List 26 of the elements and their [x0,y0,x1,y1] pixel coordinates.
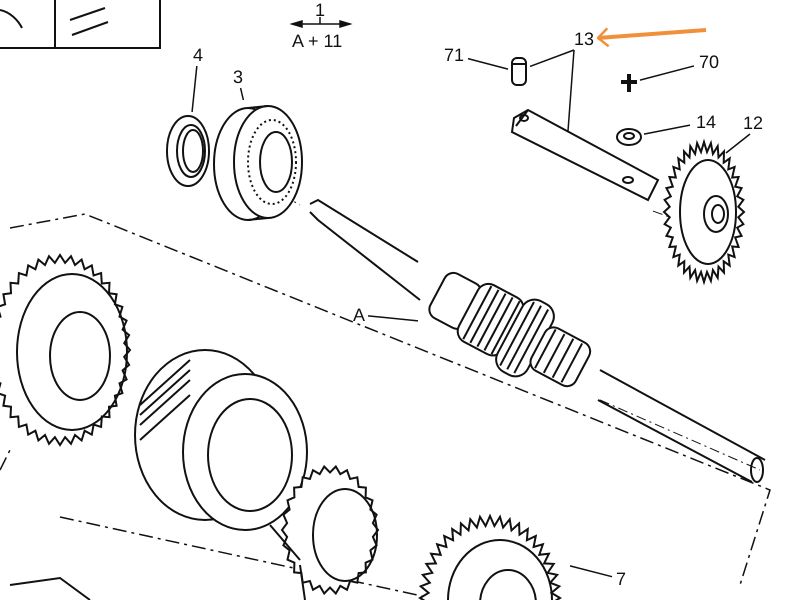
leader-line [368,315,418,322]
oil-seal-drawing [165,112,211,190]
callout-number: 13 [570,28,598,50]
arrow [596,27,706,48]
callout-number: 3 [228,66,248,88]
leader-line [530,49,574,68]
washer-drawing [614,126,644,148]
leader-line [191,66,198,112]
leader-line [644,124,690,135]
callout-number: 12 [738,112,768,134]
reference-label: 1 [315,1,326,19]
callout-number: 70 [694,52,724,72]
leader-line [640,65,694,81]
leader-line [240,88,244,100]
leader-line [468,58,508,70]
callout-number: 4 [188,44,208,66]
leader-line [570,565,612,578]
leader-line [567,50,575,132]
screw-drawing [618,72,640,94]
callout-number: A [350,304,368,326]
reference-label: A + 11 [292,32,342,50]
callout-number: 71 [440,44,468,66]
pin-drawing [508,56,530,88]
leader-line [726,133,750,154]
callout-number: 7 [612,568,630,590]
callout-number: 14 [690,111,722,133]
